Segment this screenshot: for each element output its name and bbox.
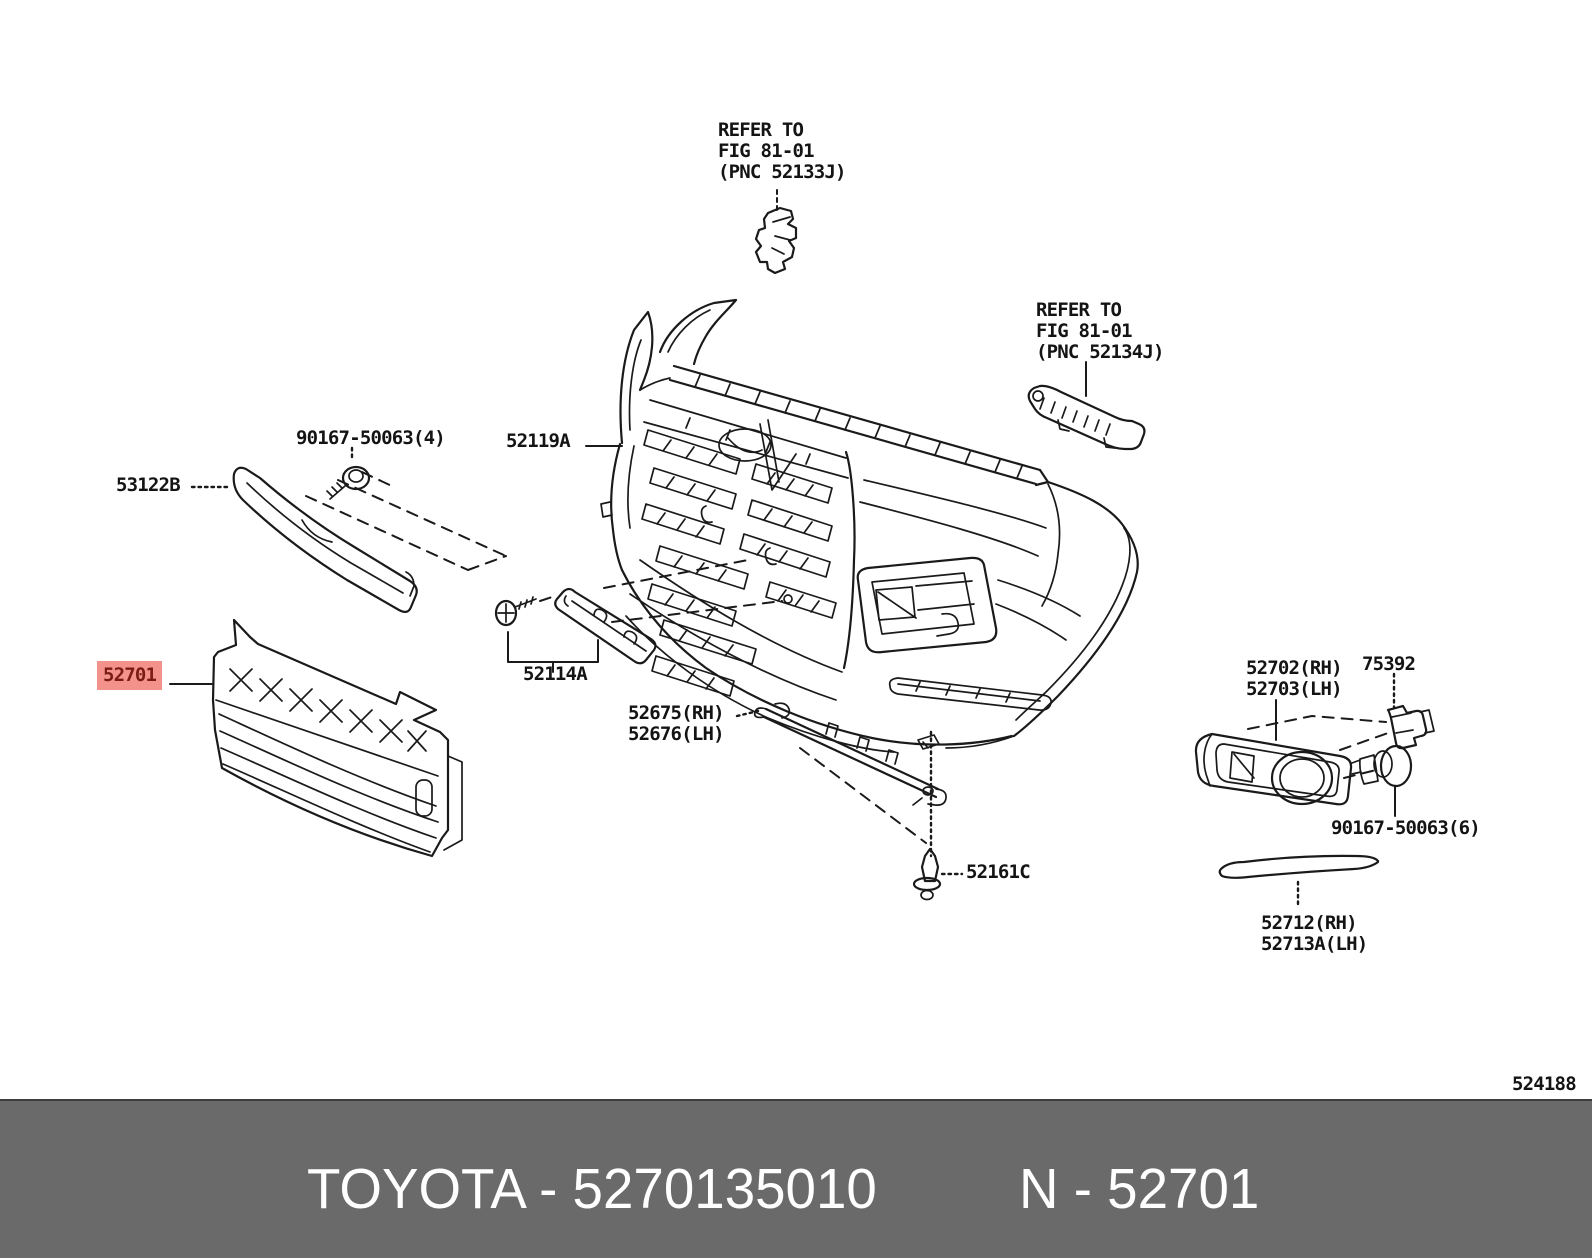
diagram-number: 524188 [1512, 1073, 1577, 1095]
highlighted-part-number[interactable]: 52701 [97, 661, 163, 690]
fog-clip-art [1386, 672, 1435, 750]
callout-clip[interactable]: 52161C [966, 861, 1031, 883]
right-bolt-art [1351, 744, 1413, 817]
callout-license-bracket[interactable]: 52114A [523, 663, 588, 685]
bumper-cover-art [585, 298, 1139, 753]
top-clip-art [754, 189, 798, 275]
radiator-grille-art [169, 618, 463, 858]
callout-fog-cover[interactable]: 52702(RH) 52703(LH) [1246, 657, 1343, 700]
moulding-art [1218, 854, 1380, 910]
footer-part-code: TOYOTA - 5270135010 [307, 1157, 877, 1221]
callout-moulding[interactable]: 52712(RH) 52713A(LH) [1261, 912, 1368, 955]
license-bracket-art [494, 559, 793, 673]
callout-grille-trim[interactable]: 53122B [116, 474, 181, 496]
retainer-art [735, 702, 947, 858]
clip-art [912, 847, 964, 901]
callout-grille-highlighted[interactable]: 52701 [97, 661, 163, 690]
side-bracket-art [1027, 361, 1146, 451]
callout-fog-clip[interactable]: 75392 [1362, 653, 1416, 675]
footer-bar [0, 1099, 1592, 1258]
refer-note-top: REFER TO FIG 81-01 (PNC 52133J) [718, 119, 846, 183]
callout-retainer[interactable]: 52675(RH) 52676(LH) [628, 702, 725, 745]
fog-cover-art [1194, 699, 1389, 806]
callout-bolt-top[interactable]: 90167-50063(4) [296, 427, 446, 449]
grille-trim-art [190, 446, 507, 614]
callout-bumper-cover[interactable]: 52119A [506, 430, 571, 452]
refer-note-right: REFER TO FIG 81-01 (PNC 52134J) [1036, 299, 1164, 363]
callout-bolt-right[interactable]: 90167-50063(6) [1331, 817, 1481, 839]
footer-ref-code: N - 52701 [1019, 1157, 1260, 1221]
